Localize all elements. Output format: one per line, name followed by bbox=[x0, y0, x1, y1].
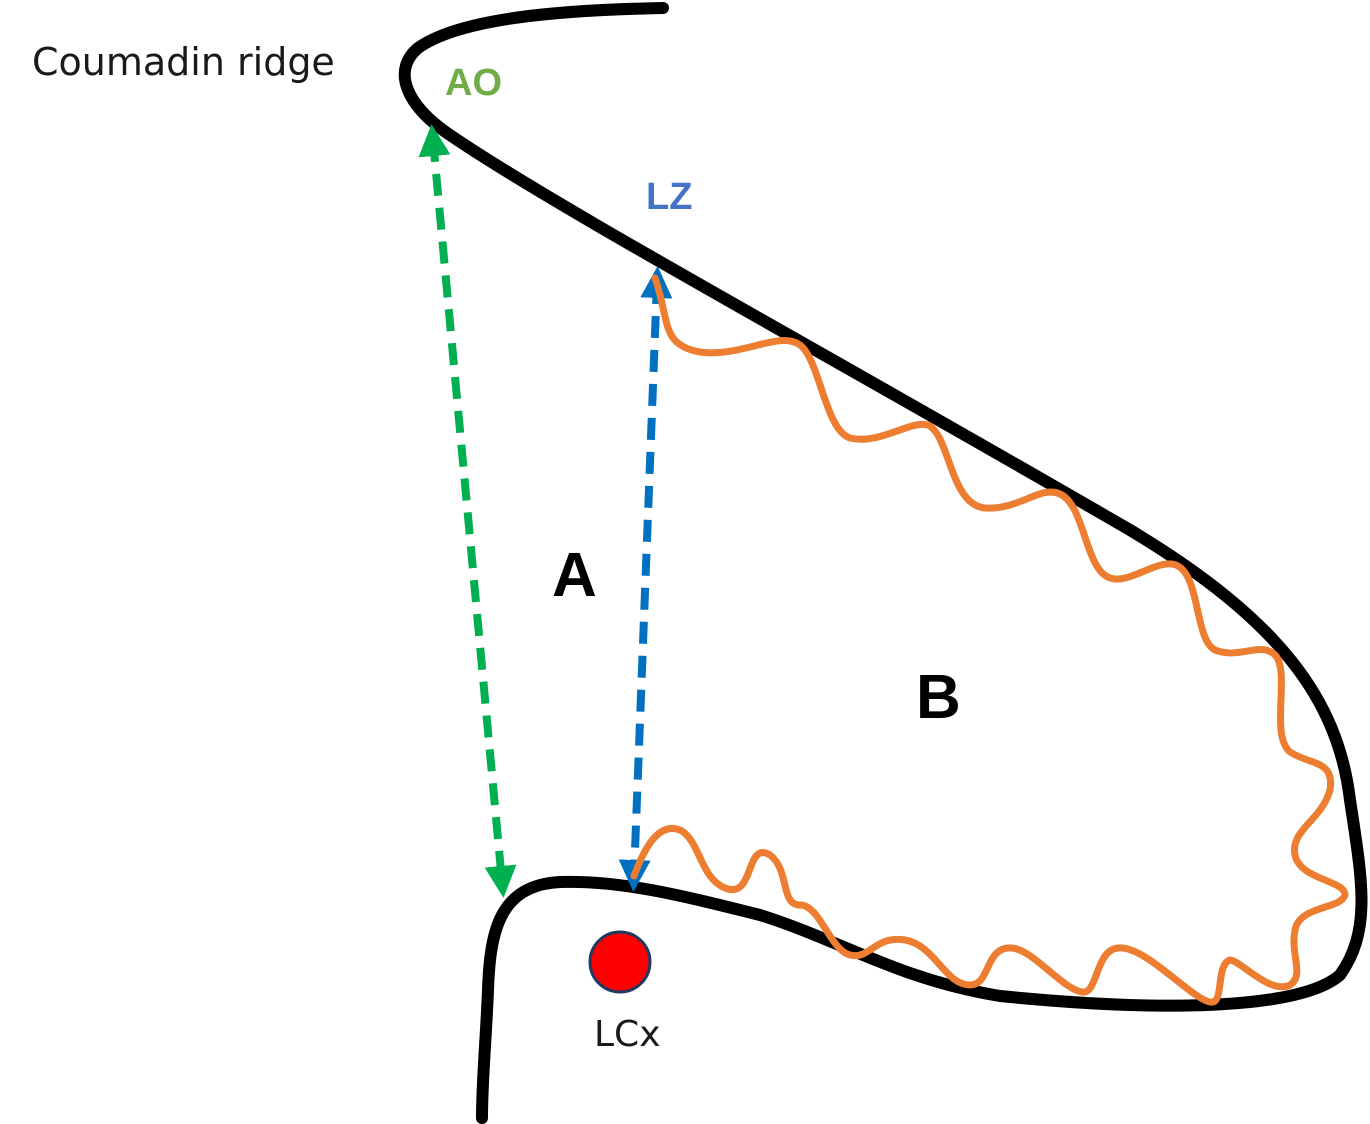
ao-measurement-arrow bbox=[418, 124, 517, 898]
appendage-outer-wall bbox=[398, 2, 1368, 1124]
ao-label: AO bbox=[445, 62, 502, 104]
region-b-label: B bbox=[916, 663, 961, 732]
region-a-label: A bbox=[552, 541, 597, 610]
lz-label: LZ bbox=[646, 176, 693, 218]
lz-measurement-arrow bbox=[618, 266, 673, 892]
lcx-label: LCx bbox=[594, 1014, 661, 1055]
lcx-dot bbox=[588, 930, 652, 994]
trabeculation-contour bbox=[630, 274, 1349, 1006]
coumadin-ridge-label: Coumadin ridge bbox=[32, 40, 335, 84]
